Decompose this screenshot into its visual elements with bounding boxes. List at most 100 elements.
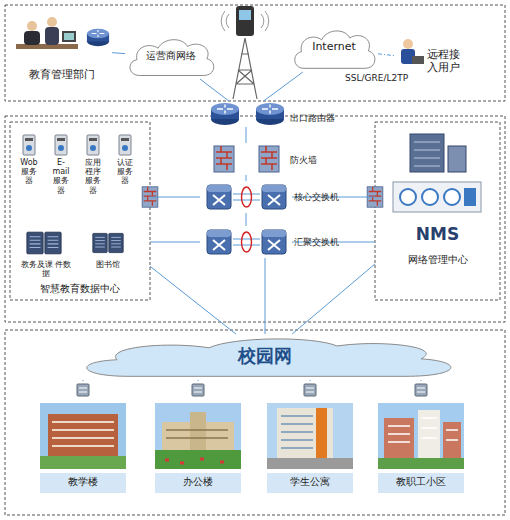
user-head (403, 39, 413, 49)
network-link (150, 242, 200, 243)
campus-cloud: 校园网 (65, 334, 465, 380)
building-windows (388, 418, 458, 442)
building-windows (166, 430, 228, 438)
photo-lawn (155, 450, 241, 469)
flowers (165, 459, 224, 463)
region-box (5, 116, 505, 322)
department-node: 教育管理部门 (12, 15, 112, 83)
person-body (45, 27, 59, 45)
firewall-pair: 防火墙 (206, 143, 286, 175)
building-stripe (316, 408, 327, 458)
node-label: 智慧教育数据中心 (10, 283, 150, 295)
server-icon (23, 135, 35, 155)
network-link (112, 52, 125, 54)
datacenter-box (10, 122, 150, 300)
access-switch-icon (192, 384, 204, 396)
server-node: 图书馆 (88, 228, 128, 278)
node-label: 教育管理部门 (12, 69, 112, 82)
nms-rack (448, 146, 466, 172)
node-label: 图书馆 (88, 260, 128, 269)
nms-rack (410, 134, 444, 172)
server-icon (119, 135, 131, 155)
network-link (198, 380, 199, 381)
network-link (200, 79, 229, 101)
node-label: 出口路由器 (290, 113, 350, 123)
label-band (155, 473, 241, 493)
network-cloud: 运营商网络 (125, 35, 217, 79)
server-icon (55, 135, 67, 155)
server-icon (93, 233, 107, 252)
photo-lawn (378, 458, 464, 469)
network-link (246, 175, 247, 181)
server-node: 认证 服务 器 (110, 132, 140, 204)
switch-icon (207, 230, 231, 254)
building (384, 418, 414, 458)
network-link (292, 264, 375, 334)
building-node: 办公楼 (155, 381, 241, 493)
nms-panel (393, 182, 481, 212)
person-head (47, 17, 57, 27)
photo-sky (40, 403, 126, 469)
network-link (246, 127, 247, 143)
network-link (265, 258, 266, 334)
network-link (378, 54, 395, 56)
switch-icon (207, 185, 231, 209)
gauge (444, 189, 460, 205)
desk (16, 44, 78, 49)
network-link (150, 197, 200, 198)
node-label: Wob 服务 器 (17, 158, 41, 186)
photo-sky (267, 403, 353, 469)
server-node: E-mail 服务 器 (46, 132, 76, 204)
building-node: 教学楼 (40, 381, 126, 493)
building-windows (52, 422, 114, 446)
server-node: Wob 服务 器 (14, 132, 44, 204)
network-link (246, 213, 247, 226)
laptop (412, 56, 424, 64)
node-label: NMS (375, 225, 500, 245)
link-aggregation (242, 232, 252, 252)
server-icon (27, 232, 43, 254)
person-body (24, 31, 40, 45)
node-label: 教学楼 (40, 476, 126, 488)
node-label: 运营商网络 (125, 50, 217, 62)
trunk-links (233, 194, 260, 245)
node-label: 汇聚交换机 (294, 237, 354, 247)
network-cloud: Internet (290, 26, 378, 72)
region-box (5, 5, 505, 101)
wireless-tower (233, 38, 257, 99)
link-aggregation (242, 187, 252, 207)
photo-ground (267, 458, 353, 469)
access-switch-icon (77, 384, 89, 396)
gauge-bar (464, 188, 476, 206)
access-switch-icon (415, 384, 427, 396)
building (48, 414, 118, 456)
network-link (421, 380, 422, 381)
router-pair: 出口路由器 (206, 101, 286, 127)
node-label: Internet (290, 41, 378, 54)
switch-icon (262, 230, 286, 254)
nms-box (375, 122, 500, 300)
phone-screen (239, 10, 251, 20)
node-label: 核心交换机 (294, 192, 354, 202)
building-node: 学生公寓 (267, 381, 353, 493)
monitor-screen (64, 33, 74, 40)
server-icon (87, 135, 99, 155)
building-node: 教职工小区 (378, 381, 464, 493)
server-node: 教务及课 件数据 (20, 228, 72, 284)
gauge (422, 189, 438, 205)
nms-group: NMS 网络管理中心 (375, 122, 500, 300)
signal-waves (221, 11, 269, 31)
building-tower (190, 412, 206, 450)
label-band (40, 473, 126, 493)
network-link (264, 72, 303, 101)
nms-rack-slots (414, 142, 440, 166)
node-sublabel: 网络管理中心 (375, 254, 500, 266)
router-icon (87, 29, 109, 46)
monitor (62, 31, 76, 42)
region-box (5, 330, 505, 515)
protocol-label: SSL/GRE/L2TP (345, 73, 408, 83)
label-band (267, 473, 353, 493)
datacenter-group: 智慧教育数据中心 Wob 服务 器E-mail 服务 器应用 程序 服务 器认证 … (10, 122, 150, 300)
server-node: 应用 程序 服务 器 (78, 132, 108, 204)
